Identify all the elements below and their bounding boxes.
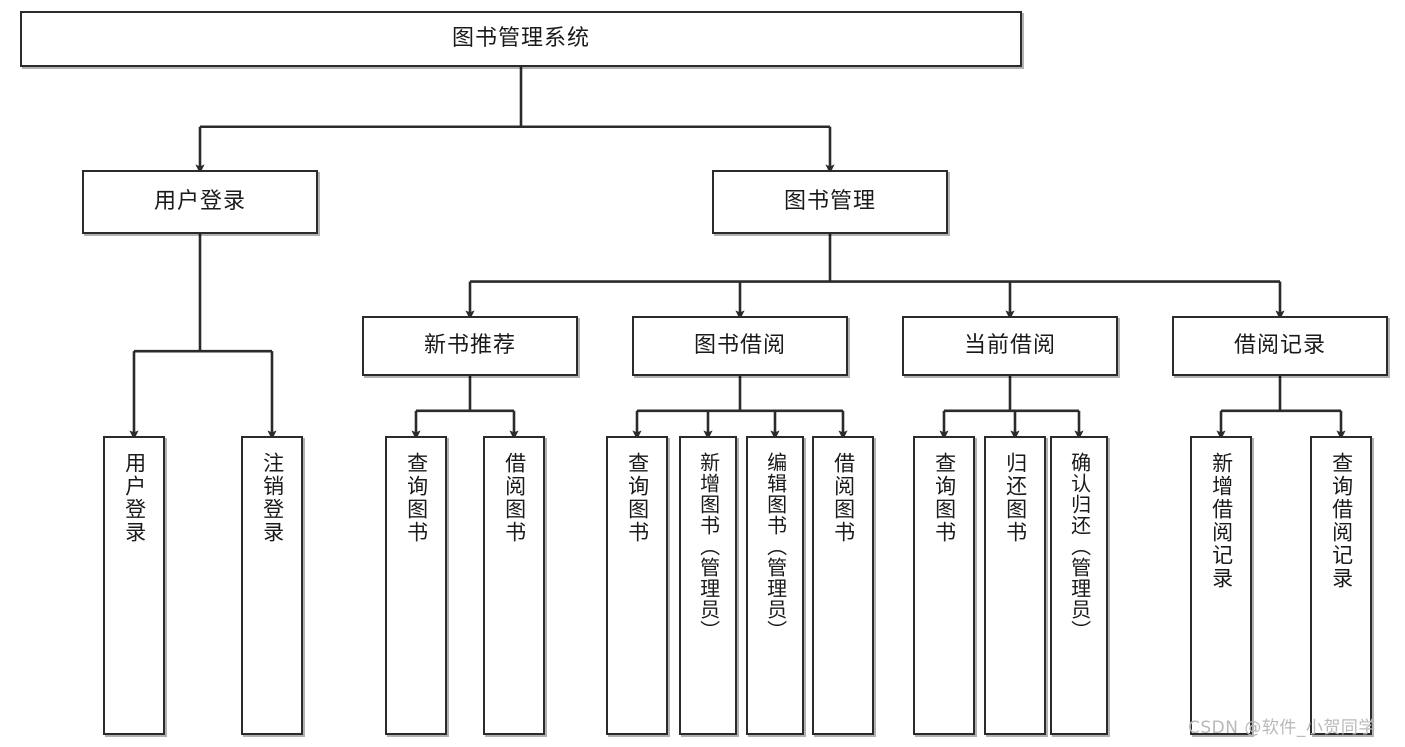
node-label: 归还图书 (1003, 452, 1028, 544)
node-root-book-management-system[interactable]: 图书管理系统 (20, 11, 1022, 67)
node-label: 图书管理 (783, 188, 876, 214)
node-new-book-recommend[interactable]: 新书推荐 (362, 316, 578, 376)
node-leaf-edit-book-admin[interactable]: 编辑图书（管理员） (746, 436, 804, 735)
node-current-borrow[interactable]: 当前借阅 (902, 316, 1118, 376)
node-leaf-logout[interactable]: 注销登录 (241, 436, 303, 735)
node-leaf-query-book-1[interactable]: 查询图书 (385, 436, 447, 735)
node-leaf-add-book-admin[interactable]: 新增图书（管理员） (679, 436, 737, 735)
node-label: 新增借阅记录 (1209, 452, 1234, 590)
node-leaf-query-book-3[interactable]: 查询图书 (913, 436, 975, 735)
node-leaf-query-book-2[interactable]: 查询图书 (606, 436, 668, 735)
node-user-login[interactable]: 用户登录 (82, 170, 318, 234)
node-label: 借阅图书 (831, 452, 856, 544)
node-label: 确认归还（管理员） (1067, 452, 1092, 641)
node-leaf-return-book[interactable]: 归还图书 (984, 436, 1046, 735)
node-label: 编辑图书（管理员） (763, 452, 788, 641)
node-leaf-borrow-book-1[interactable]: 借阅图书 (483, 436, 545, 735)
node-label: 查询图书 (404, 452, 429, 544)
node-label: 新书推荐 (423, 332, 516, 358)
node-borrow-record[interactable]: 借阅记录 (1172, 316, 1388, 376)
node-label: 图书管理系统 (451, 25, 590, 51)
node-label: 借阅记录 (1233, 332, 1326, 358)
node-label: 查询图书 (932, 452, 957, 544)
node-leaf-query-borrow-record[interactable]: 查询借阅记录 (1310, 436, 1372, 735)
node-leaf-borrow-book-2[interactable]: 借阅图书 (812, 436, 874, 735)
node-label: 当前借阅 (963, 332, 1056, 358)
node-label: 用户登录 (153, 188, 246, 214)
node-label: 注销登录 (260, 452, 285, 544)
node-label: 查询借阅记录 (1329, 452, 1354, 590)
node-label: 图书借阅 (693, 332, 786, 358)
node-leaf-confirm-return-admin[interactable]: 确认归还（管理员） (1050, 436, 1108, 735)
node-label: 借阅图书 (502, 452, 527, 544)
node-label: 新增图书（管理员） (696, 452, 721, 641)
node-book-borrow[interactable]: 图书借阅 (632, 316, 848, 376)
node-leaf-user-login[interactable]: 用户登录 (103, 436, 165, 735)
watermark-csdn: CSDN @软件_小贺同学 (1188, 718, 1376, 738)
node-label: 用户登录 (122, 452, 147, 544)
node-book-manage[interactable]: 图书管理 (712, 170, 948, 234)
node-label: 查询图书 (625, 452, 650, 544)
node-leaf-add-borrow-record[interactable]: 新增借阅记录 (1190, 436, 1252, 735)
